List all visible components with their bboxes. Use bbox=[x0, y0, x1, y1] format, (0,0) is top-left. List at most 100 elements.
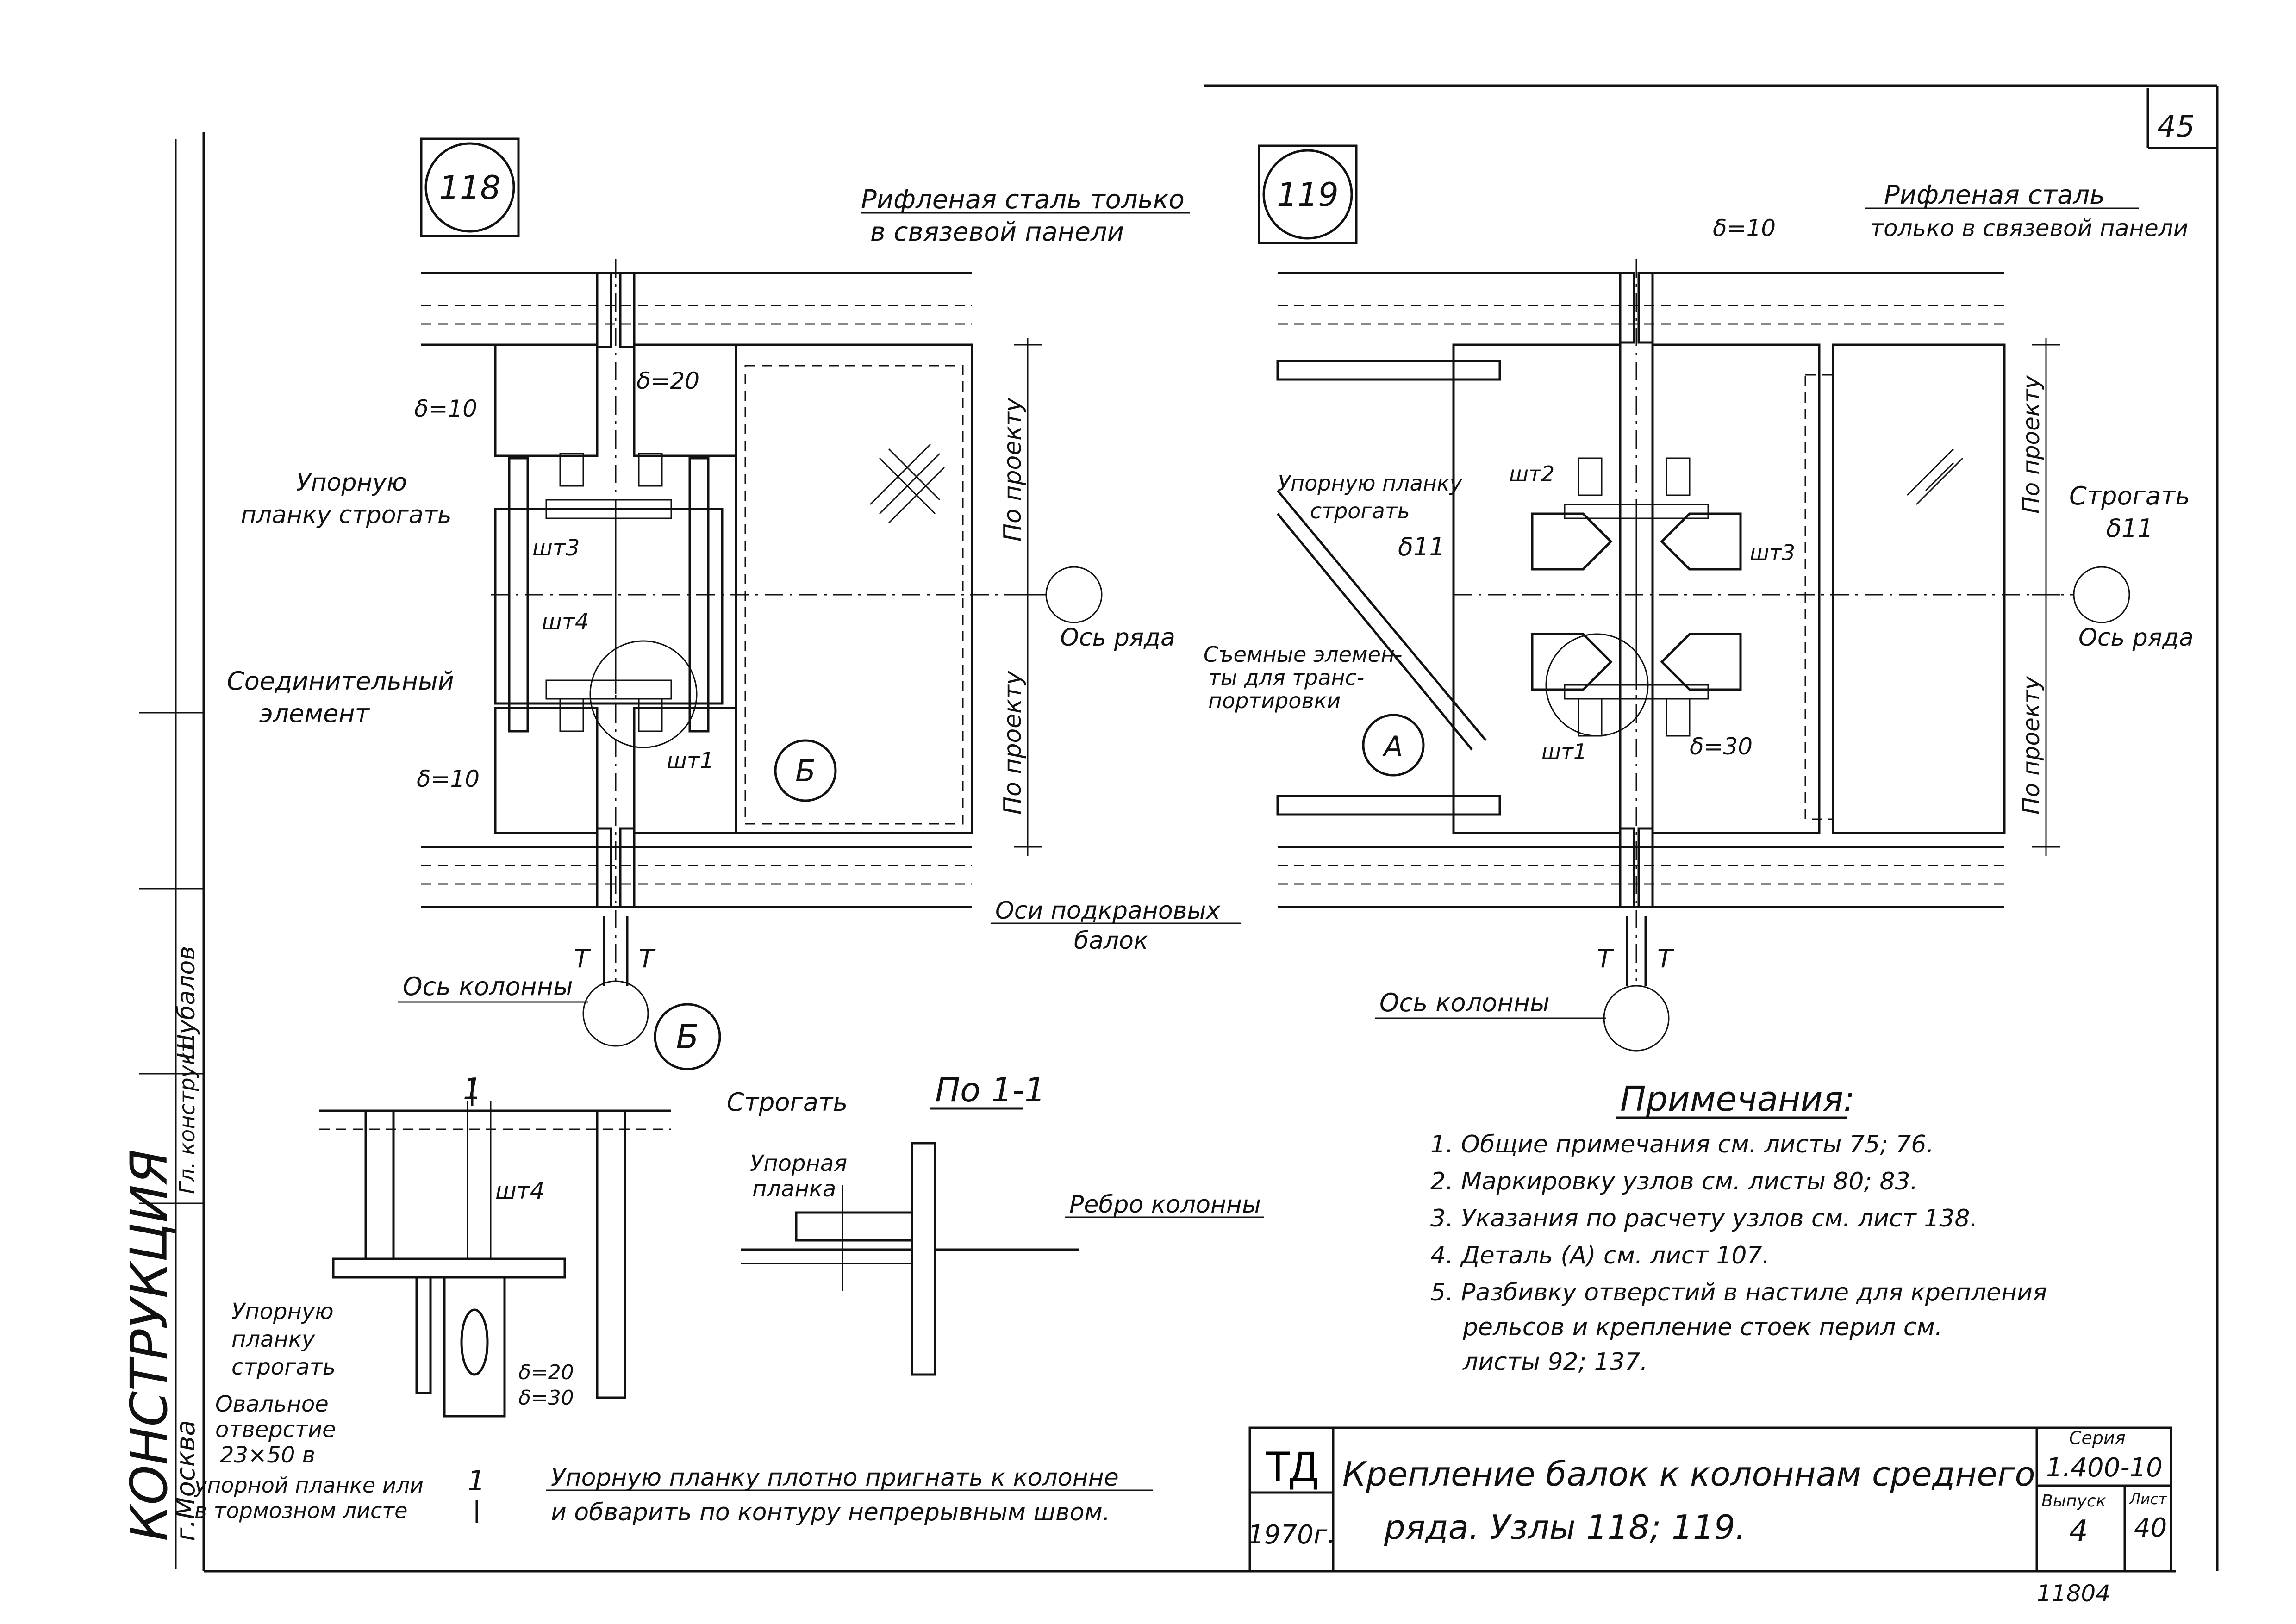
callout-b-left: Б bbox=[795, 754, 816, 789]
section-mark-bottom: 1 bbox=[468, 1465, 485, 1497]
plane-right-2: δ11 bbox=[2106, 514, 2153, 543]
connector-1: Соединительный bbox=[227, 666, 454, 696]
wt3-right: шт3 bbox=[1750, 540, 1795, 565]
column-rib: Ребро колонны bbox=[1069, 1191, 1261, 1219]
plane-right-1: Строгать bbox=[2069, 481, 2190, 510]
per-project-left-top: По проекту bbox=[999, 397, 1027, 541]
stamp-org: КОНСТРУКЦИЯ bbox=[119, 1149, 179, 1541]
node-118-badge bbox=[420, 137, 520, 237]
node-119-number: 119 bbox=[1277, 176, 1339, 214]
node-119-badge bbox=[1258, 144, 1358, 244]
plan-118-labels: Рифленая сталь только в связевой панели … bbox=[227, 185, 1241, 1056]
checker-plate-left-1: Рифленая сталь только bbox=[861, 185, 1185, 215]
stop-plate-detail-1: Упорную bbox=[231, 1299, 334, 1325]
stop-plate-right-2: строгать bbox=[1310, 498, 1410, 523]
plan-118 bbox=[421, 259, 1103, 1070]
note-5: 5. Разбивку отверстий в настиле для креп… bbox=[1430, 1279, 2047, 1307]
callout-a: А bbox=[1382, 730, 1403, 763]
oval-hole-5: в тормозном листе bbox=[194, 1498, 407, 1523]
checker-plate-left-2: в связевой панели bbox=[870, 217, 1124, 247]
side-stamp: КОНСТРУКЦИЯ г.Москва Гл. конструкт. Шуба… bbox=[119, 946, 201, 1541]
section-1-1-labels: По 1-1 Строгать Упорная планка Ребро кол… bbox=[727, 1070, 1264, 1219]
notes: Примечания: 1. Общие примечания см. лист… bbox=[1430, 1079, 2047, 1376]
wt4-detail: шт4 bbox=[495, 1177, 545, 1204]
wt4-left: шт4 bbox=[542, 609, 589, 635]
thk20-left: δ=20 bbox=[636, 367, 699, 394]
stop-plate-small-2: планка bbox=[752, 1176, 836, 1202]
stop-plate-small-1: Упорная bbox=[750, 1151, 847, 1176]
stop-plate-detail-3: строгать bbox=[231, 1354, 336, 1380]
checker-hatch-right bbox=[1906, 448, 1964, 505]
issue-value: 4 bbox=[2069, 1514, 2088, 1549]
node-118-number: 118 bbox=[439, 169, 501, 207]
sheet-label: Лист bbox=[2129, 1490, 2167, 1508]
section-title: По 1-1 bbox=[935, 1070, 1046, 1109]
removable-2: ты для транс- bbox=[1208, 665, 1364, 690]
title-block-text: ТД 1970г. Крепление балок к колоннам сре… bbox=[1248, 1428, 2167, 1607]
fit-note-1: Упорную планку плотно пригнать к колонне bbox=[551, 1464, 1119, 1492]
page-number: 45 bbox=[2157, 110, 2195, 144]
thk20-detail: δ=20 bbox=[518, 1361, 574, 1384]
wt1-left: шт1 bbox=[667, 748, 714, 774]
checker-hatch-left bbox=[869, 443, 945, 524]
column-axis-left: Ось колонны bbox=[403, 972, 573, 1001]
row-axis-left: Ось ряда bbox=[1060, 624, 1175, 652]
oval-hole-1: Овальное bbox=[215, 1391, 329, 1417]
force-t-left-1: T bbox=[574, 944, 591, 973]
series-label: Серия bbox=[2069, 1428, 2126, 1448]
row-axis-right: Ось ряда bbox=[2078, 624, 2194, 652]
plan-119 bbox=[1276, 259, 2130, 1052]
wt1-right: шт1 bbox=[1541, 739, 1587, 764]
removable-3: портировки bbox=[1208, 688, 1341, 713]
callout-b-detail: Б bbox=[676, 1017, 699, 1056]
note-5c: листы 92; 137. bbox=[1462, 1348, 1648, 1376]
thk30-detail: δ=30 bbox=[518, 1386, 574, 1410]
oval-hole-2: отверстие bbox=[215, 1417, 336, 1443]
detail-b-labels: 1 шт4 Упорную планку строгать Овальное о… bbox=[193, 1072, 1153, 1526]
title-line-1: Крепление балок к колоннам среднего bbox=[1342, 1455, 2035, 1493]
crane-beam-axes-1: Оси подкрановых bbox=[995, 897, 1221, 925]
fit-note-2: и обварить по контуру непрерывным швом. bbox=[551, 1499, 1110, 1526]
title-line-2: ряда. Узлы 118; 119. bbox=[1384, 1508, 1746, 1547]
force-t-left-2: T bbox=[639, 944, 656, 973]
stop-plate-right-1: Упорную планку bbox=[1278, 471, 1463, 496]
removable-1: Съемные элемен- bbox=[1204, 642, 1403, 667]
wt3-left: шт3 bbox=[532, 535, 580, 561]
note-4: 4. Деталь (А) см. лист 107. bbox=[1430, 1242, 1770, 1269]
oval-hole-4: упорной планке или bbox=[193, 1473, 424, 1498]
plan-119-labels: Рифленая сталь только в связевой панели … bbox=[1204, 180, 2194, 1019]
stamp-city: г.Москва bbox=[171, 1420, 201, 1541]
plane-section: Строгать bbox=[727, 1088, 848, 1117]
series-value: 1.400-10 bbox=[2046, 1453, 2163, 1483]
note-2: 2. Маркировку узлов см. листы 80; 83. bbox=[1430, 1168, 1918, 1195]
stop-plate-left-1: Упорную bbox=[296, 469, 407, 497]
stop-plate-left-2: планку строгать bbox=[241, 501, 452, 529]
title-block bbox=[1248, 1426, 2172, 1573]
issue-label: Выпуск bbox=[2041, 1492, 2106, 1511]
checker-plate-right-2: только в связевой панели bbox=[1870, 215, 2188, 242]
connector-2: элемент bbox=[259, 699, 370, 728]
oval-hole-3: 23×50 в bbox=[220, 1442, 315, 1468]
stamp-name: Шубалов bbox=[173, 946, 200, 1060]
force-t-right-2: T bbox=[1657, 944, 1674, 973]
force-t-right-1: T bbox=[1597, 944, 1614, 973]
per-project-left-bottom: По проекту bbox=[999, 670, 1027, 815]
wt2-right: шт2 bbox=[1509, 461, 1554, 486]
stamp-role: Гл. конструкт. bbox=[175, 1033, 200, 1194]
section-1-1 bbox=[741, 1142, 1079, 1376]
note-5b: рельсов и крепление стоек перил см. bbox=[1462, 1313, 1942, 1341]
thk10-top-left: δ=10 bbox=[414, 395, 477, 422]
thk30-right: δ=30 bbox=[1690, 733, 1753, 760]
stop-plate-detail-2: планку bbox=[231, 1326, 315, 1352]
thk10-bottom-left: δ=10 bbox=[417, 765, 480, 792]
delta11-right: δ11 bbox=[1398, 532, 1445, 561]
column-axis-right: Ось колонны bbox=[1379, 988, 1550, 1017]
per-project-right-top: По проекту bbox=[2018, 375, 2045, 514]
org-code: ТД bbox=[1265, 1443, 1318, 1490]
detail-b bbox=[319, 1078, 671, 1523]
checker-plate-right-1: Рифленая сталь bbox=[1884, 180, 2105, 210]
sheet-frame bbox=[139, 84, 2219, 1573]
crane-beam-axes-2: балок bbox=[1074, 927, 1148, 955]
note-3: 3. Указания по расчету узлов см. лист 13… bbox=[1430, 1205, 1978, 1232]
